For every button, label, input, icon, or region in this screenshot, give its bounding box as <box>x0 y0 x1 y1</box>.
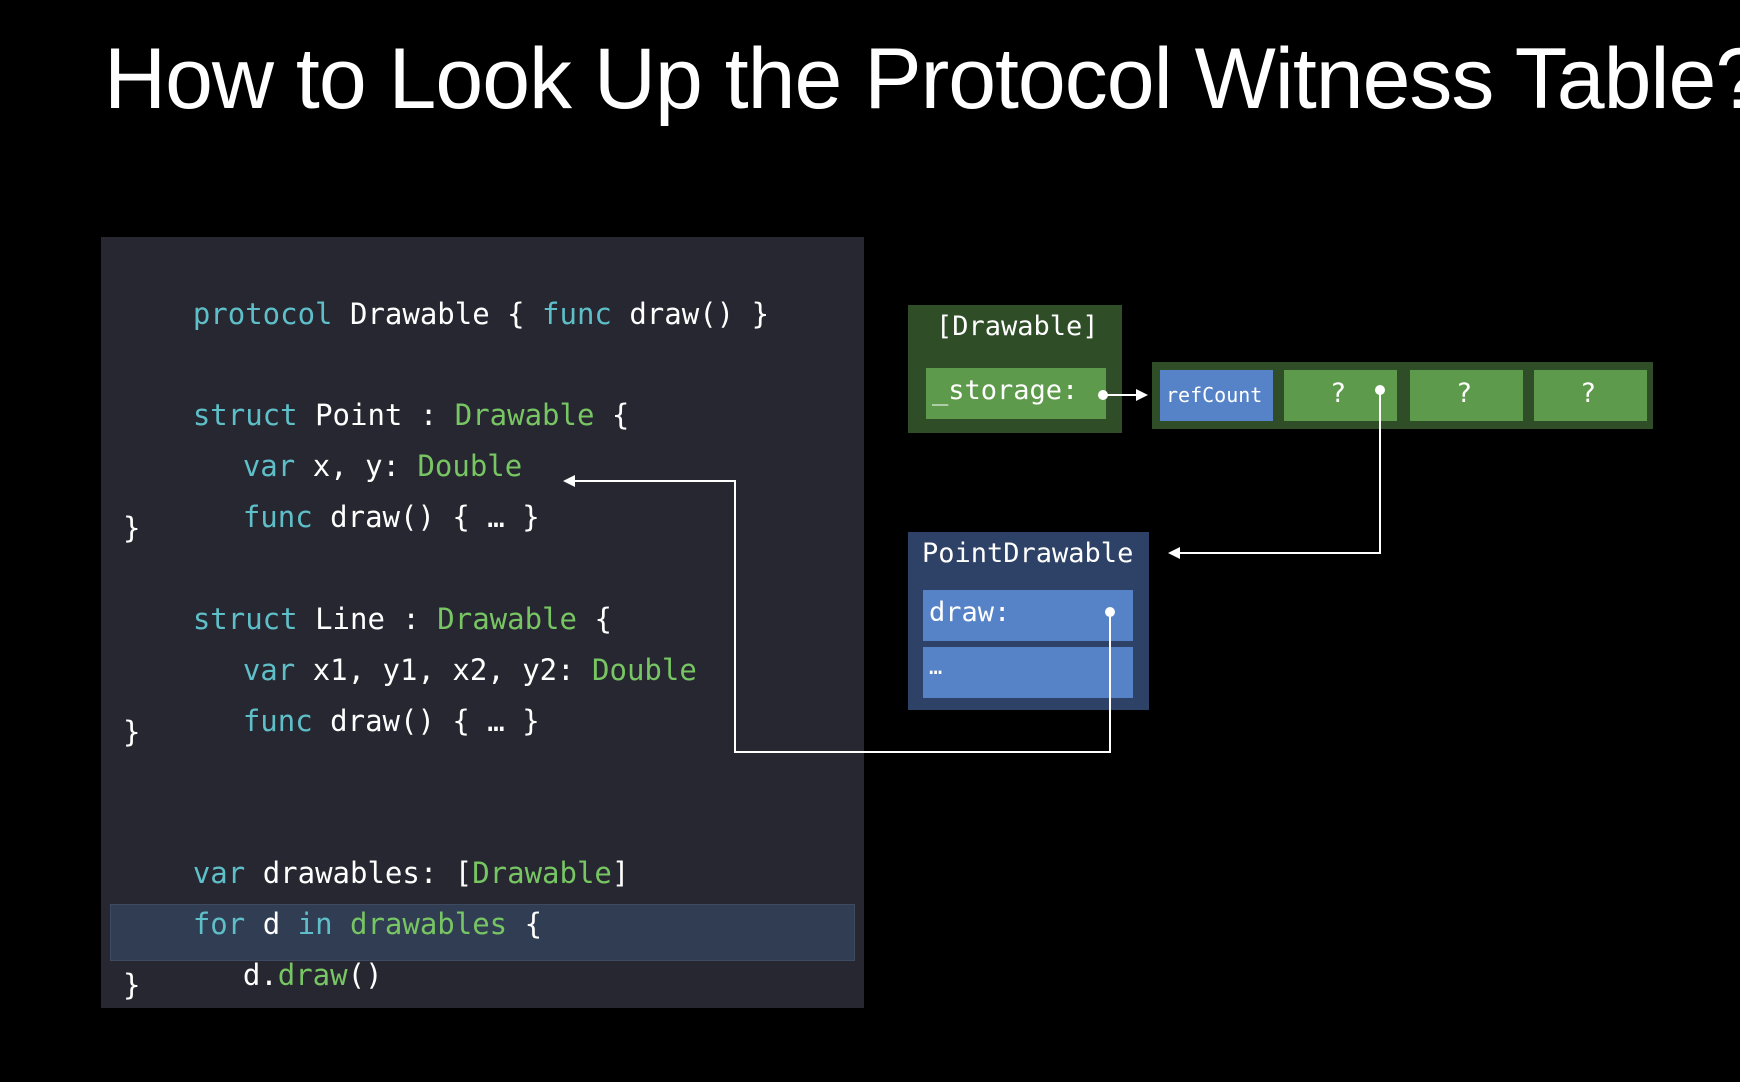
keyword: for <box>192 907 246 941</box>
slot-label: ? <box>1330 378 1347 409</box>
code-text: { <box>594 398 630 432</box>
more-entry: … <box>923 647 1133 698</box>
code-panel: protocol Drawable { func draw() } struct… <box>101 237 864 1008</box>
code-line-close-brace: } <box>123 715 141 749</box>
draw-arrowhead <box>563 475 575 487</box>
code-line-point-draw: func draw() { … } <box>173 457 540 534</box>
code-line-var-drawables: var drawables: [Drawable] <box>123 813 630 890</box>
array-label: [Drawable] <box>936 311 1099 342</box>
code-line-protocol: protocol Drawable { func draw() } <box>123 254 769 331</box>
code-text: draw() { … } <box>312 500 540 534</box>
keyword: var <box>192 856 246 890</box>
type-name: Double <box>417 449 523 483</box>
method-name: draw <box>277 958 348 992</box>
draw-pointer-line <box>574 480 1111 753</box>
code-line-line-vars: var x1, y1, x2, y2: Double <box>173 610 697 687</box>
keyword: func <box>542 297 612 331</box>
slide-title: How to Look Up the Protocol Witness Tabl… <box>104 31 1740 127</box>
type-name: Double <box>592 653 697 687</box>
code-line-close-brace: } <box>123 968 141 1002</box>
code-line-point-vars: var x, y: Double <box>173 406 522 483</box>
draw-entry-label: draw: <box>929 597 1011 628</box>
code-text: x1, y1, x2, y2: <box>295 653 593 687</box>
highlighted-line <box>110 904 855 961</box>
code-line-struct-line: struct Line : Drawable { <box>123 559 612 636</box>
slot-unknown: ? <box>1534 370 1647 421</box>
witness-table-box: PointDrawable draw: … <box>908 532 1149 710</box>
array-container-box: [Drawable] _storage: <box>908 305 1122 433</box>
code-line-close-brace: } <box>123 511 141 545</box>
code-text: () <box>347 958 383 992</box>
keyword: func <box>242 704 313 738</box>
code-line-line-draw: func draw() { … } <box>173 661 540 738</box>
code-text: { <box>576 602 612 636</box>
slot-label: ? <box>1456 378 1473 409</box>
code-text: d <box>245 907 298 941</box>
more-entry-label: … <box>929 655 943 680</box>
variable-name: drawables <box>332 907 508 941</box>
pwt-arrowhead <box>1168 547 1180 559</box>
slot-unknown: ? <box>1410 370 1523 421</box>
storage-label: _storage: <box>932 375 1079 406</box>
code-text: ] <box>611 856 630 890</box>
type-name: Drawable <box>437 602 577 636</box>
code-text: x, y: <box>295 449 418 483</box>
type-name: Drawable <box>472 856 612 890</box>
code-text: Drawable { <box>332 297 543 331</box>
code-text: drawables: [ <box>245 856 473 890</box>
storage-arrowhead <box>1136 389 1148 401</box>
keyword: struct <box>192 602 298 636</box>
keyword: protocol <box>192 297 333 331</box>
keyword: func <box>242 500 313 534</box>
heap-box: refCount ? ? ? <box>1152 362 1653 429</box>
code-text: draw() { … } <box>312 704 540 738</box>
code-line-for-loop: for d in drawables { <box>123 864 542 941</box>
keyword: struct <box>192 398 298 432</box>
keyword: in <box>297 907 333 941</box>
refcount-label: refCount <box>1166 383 1263 407</box>
code-text: d. <box>242 958 278 992</box>
witness-table-label: PointDrawable <box>922 538 1134 569</box>
storage-field: _storage: <box>926 368 1106 419</box>
type-name: Drawable <box>454 398 595 432</box>
keyword: var <box>242 449 296 483</box>
code-text: Point : <box>297 398 455 432</box>
code-text: Line : <box>297 602 438 636</box>
keyword: var <box>242 653 296 687</box>
slot-label: ? <box>1580 378 1597 409</box>
code-text: draw() } <box>611 297 770 331</box>
code-line-struct-point: struct Point : Drawable { <box>123 355 630 432</box>
refcount-field: refCount <box>1160 370 1273 421</box>
code-text: { <box>507 907 543 941</box>
pwt-pointer-line <box>1178 390 1381 554</box>
slot-pwt: ? <box>1284 370 1397 421</box>
draw-entry: draw: <box>923 590 1133 641</box>
code-line-draw-call: d.draw() <box>173 915 383 992</box>
